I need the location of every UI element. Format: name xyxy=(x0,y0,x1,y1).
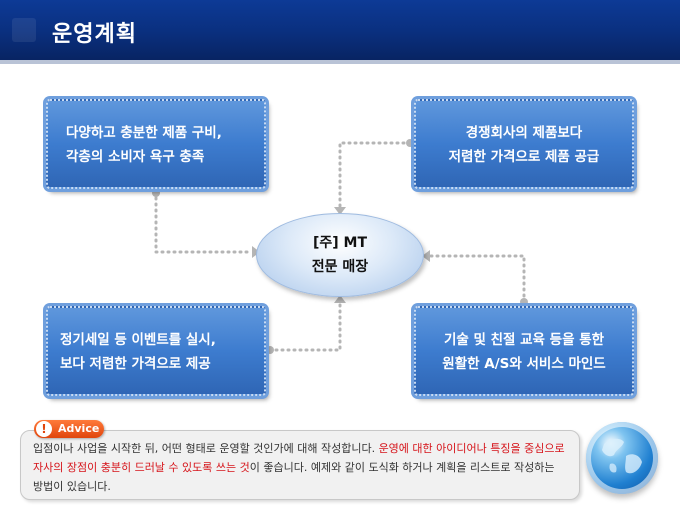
globe-icon xyxy=(586,422,658,494)
box-bottom-left: 정기세일 등 이벤트를 실시, 보다 저렴한 가격으로 제공 xyxy=(46,306,266,396)
connector-dot-bottom-left xyxy=(266,346,274,354)
connector-dot-bottom-right xyxy=(520,298,528,306)
globe-continents xyxy=(602,438,642,474)
box-top-left: 다양하고 충분한 제품 구비, 각층의 소비자 욕구 충족 xyxy=(46,99,266,189)
box-top-left-line2: 각층의 소비자 욕구 충족 xyxy=(66,149,205,165)
connector-dot-top-right xyxy=(406,139,414,147)
advice-panel: 입점이나 사업을 시작한 뒤, 어떤 형태로 운영할 것인가에 대해 작성합니다… xyxy=(20,430,580,500)
box-top-right: 경쟁회사의 제품보다 저렴한 가격으로 제품 공급 xyxy=(414,99,634,189)
box-bottom-left-line2: 보다 저렴한 가격으로 제공 xyxy=(60,356,211,372)
center-node: [주] MT 전문 매장 xyxy=(256,213,424,297)
box-bottom-left-line1: 정기세일 등 이벤트를 실시, xyxy=(60,332,216,348)
box-bottom-right-line2: 원활한 A/S와 서비스 마인드 xyxy=(442,356,606,372)
connector-bottom-left xyxy=(268,300,342,352)
exclamation-icon: ! xyxy=(36,421,52,437)
connector-dot-top-left xyxy=(152,189,160,197)
advice-text-part2: 이 좋습니다. 예제와 같이 도식화 하거나 계획을 리스트로 작성하는 방법이… xyxy=(33,461,555,493)
box-bottom-right: 기술 및 친절 교육 등을 통한 원활한 A/S와 서비스 마인드 xyxy=(414,306,634,396)
title-bar: 운영계획 xyxy=(0,0,680,64)
advice-text-part1: 입점이나 사업을 시작한 뒤, 어떤 형태로 운영할 것인가에 대해 작성합니다… xyxy=(33,442,379,455)
box-top-right-line1: 경쟁회사의 제품보다 xyxy=(465,125,583,141)
connector-bottom-right xyxy=(428,254,526,304)
advice-badge: ! Advice xyxy=(34,420,104,438)
center-node-line2: 전문 매장 xyxy=(311,259,369,275)
center-node-line1: [주] MT xyxy=(312,235,368,251)
box-top-left-line1: 다양하고 충분한 제품 구비, xyxy=(66,125,222,141)
advice-label: Advice xyxy=(58,422,100,435)
connector-top-right xyxy=(338,141,412,210)
page-title: 운영계획 xyxy=(12,16,137,48)
box-top-right-line2: 저렴한 가격으로 제품 공급 xyxy=(448,149,600,165)
advice-text-highlight: 운영에 대한 아이디어나 특징을 중심으로 자사의 장점이 충분히 드러날 수 … xyxy=(33,442,565,474)
connector-top-left xyxy=(154,190,254,254)
box-bottom-right-line1: 기술 및 친절 교육 등을 통한 xyxy=(443,332,605,348)
